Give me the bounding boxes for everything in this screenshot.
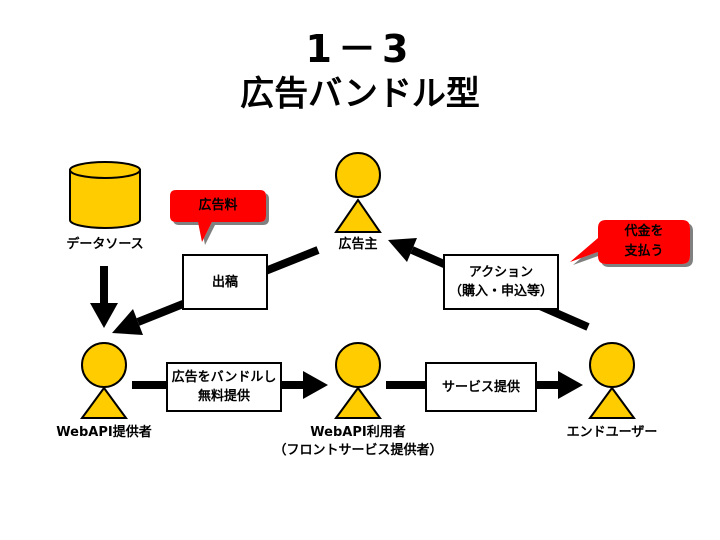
webapi-provider-label: WebAPI提供者 [56,425,152,440]
bundle-text-line2: 無料提供 [197,389,250,404]
webapi-user-sublabel: （フロントサービス提供者） [273,443,443,458]
payment-callout [570,220,690,264]
submission-box: 出稿 [182,254,268,310]
action-box: アクション （購入・申込等） [443,254,559,310]
slide-number: 1－3 [305,27,415,71]
end-user-label: エンドユーザー [566,425,658,440]
slide-title: 広告バンドル型 [240,74,480,114]
bundle-text-line1: 広告をバンドルし [171,370,277,385]
ad-fee-callout [170,190,266,242]
bundle-box: 広告をバンドルし 無料提供 [166,362,282,412]
service-text: サービス提供 [441,379,520,395]
action-text-line1: アクション [468,265,534,280]
advertiser-label: 広告主 [338,237,378,252]
provider-person-icon [80,342,128,419]
service-box: サービス提供 [425,362,537,412]
database-icon [69,161,141,229]
payment-text-line1: 代金を [624,224,664,239]
payment-text-line2: 支払う [624,244,664,259]
data-source-label: データソース [66,237,144,252]
advertiser-person-icon [334,152,382,233]
user-person-icon [334,342,382,419]
end-user-person-icon [588,342,636,419]
ad-fee-text: 広告料 [198,198,238,213]
webapi-user-label: WebAPI利用者 [310,425,406,440]
action-text-line2: （購入・申込等） [448,284,553,299]
arrow-data-to-provider [90,266,118,328]
submission-text: 出稿 [211,274,238,290]
